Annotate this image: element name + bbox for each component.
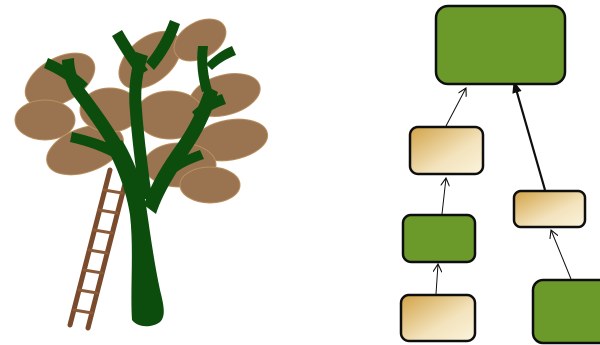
edge-left-bottom-to-left-middle: [436, 264, 438, 294]
edge-right-upper-to-root: [514, 82, 545, 190]
hierarchy-diagram: [401, 6, 600, 343]
node-left-upper: [410, 127, 483, 174]
edge-right-bottom-to-right-upper: [551, 230, 571, 279]
node-left-middle: [403, 215, 475, 262]
edge-left-middle-to-left-upper: [442, 178, 446, 214]
edge-left-upper-to-root: [446, 88, 466, 126]
node-right-upper: [514, 191, 585, 227]
ladder-icon: [70, 170, 128, 328]
diagram-nodes: [401, 6, 600, 343]
node-root: [436, 6, 565, 84]
tree-illustration: [15, 10, 271, 328]
node-right-bottom: [533, 280, 600, 343]
node-left-bottom: [401, 295, 475, 341]
